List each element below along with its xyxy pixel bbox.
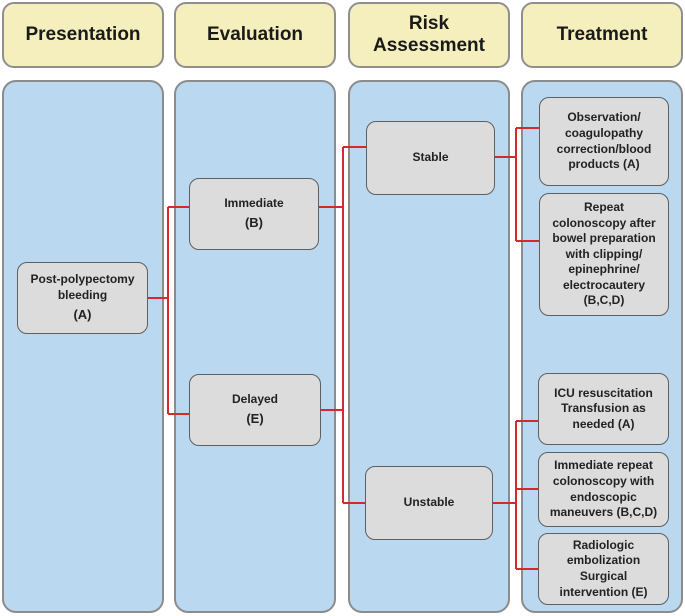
node-repeat-colonoscopy: Repeat colonoscopy after bowel preparati… <box>539 193 669 316</box>
node-icu-resuscitation: ICU resuscitation Transfusion as needed … <box>538 373 669 445</box>
column-evaluation <box>174 80 336 613</box>
node-immediate-repeat-colonoscopy: Immediate repeat colonoscopy with endosc… <box>538 452 669 527</box>
header-treatment: Treatment <box>521 2 683 68</box>
node-post-polypectomy-bleeding: Post-polypectomy bleeding (A) <box>17 262 148 334</box>
node-observation: Observation/ coagulopathy correction/blo… <box>539 97 669 186</box>
header-presentation: Presentation <box>2 2 164 68</box>
node-unstable: Unstable <box>365 466 493 540</box>
header-risk-assessment: Risk Assessment <box>348 2 510 68</box>
column-presentation <box>2 80 164 613</box>
node-radiologic-embolization: Radiologic embolization Surgical interve… <box>538 533 669 605</box>
node-delayed: Delayed (E) <box>189 374 321 446</box>
node-immediate: Immediate (B) <box>189 178 319 250</box>
node-stable: Stable <box>366 121 495 195</box>
header-evaluation: Evaluation <box>174 2 336 68</box>
